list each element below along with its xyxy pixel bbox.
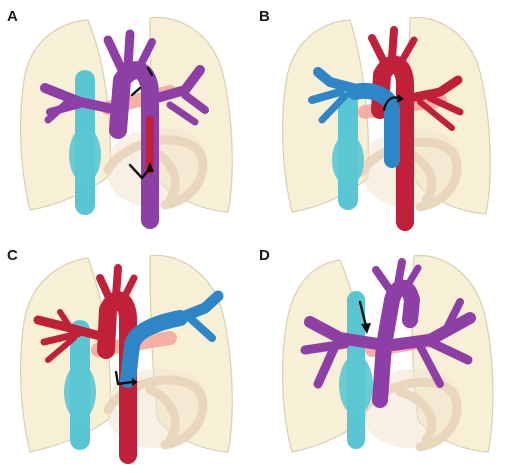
right-pa-d2 [425, 337, 473, 365]
left-pa-c-a [44, 96, 74, 124]
right-pa-c-a [166, 101, 199, 126]
arrowhead-d [361, 323, 371, 334]
left-pa-red-c3 [45, 335, 77, 363]
panel-label-d: D [259, 247, 270, 264]
svc-bulb-b [332, 134, 364, 186]
panel-label-b: B [259, 8, 270, 25]
arch-branch-1-a [103, 35, 127, 75]
panel-label-a: A [7, 8, 18, 25]
panel-a [20, 16, 233, 229]
arch-branch-3-a [134, 38, 156, 74]
flow-arrow-c [114, 370, 134, 386]
arrowhead-c [132, 378, 138, 386]
panel-label-c: C [7, 247, 18, 264]
svc-bulb-d [339, 355, 373, 415]
arch-branch-1-d [372, 266, 394, 294]
aorta-branch-2-b [388, 26, 398, 62]
right-pa-d4 [441, 298, 464, 336]
right-pa-a [145, 65, 205, 105]
right-pa-d3 [416, 342, 444, 388]
left-lung-a [20, 19, 112, 211]
right-pa-blue-c2 [186, 314, 216, 342]
flow-arrow-a-2 [130, 86, 142, 97]
arch-branch-2-a [123, 29, 135, 71]
left-pa-blue-b [313, 67, 365, 95]
aorta-b [371, 55, 414, 231]
flow-arrow-b [382, 96, 400, 112]
heart-chamber-c [145, 385, 180, 445]
right-pa-red-b2 [426, 94, 464, 116]
right-pa-red-b [395, 75, 463, 105]
svc-bulb-c [64, 364, 96, 420]
left-pa-blue-b3 [318, 92, 349, 124]
arrowhead-a [146, 162, 154, 172]
aorta-branch-2-c [112, 264, 122, 300]
panel-d [282, 254, 494, 453]
aorta-branch-3-c [119, 274, 138, 304]
common-trunk-d [372, 279, 420, 408]
right-pa-b-a [181, 91, 209, 114]
left-pa-red-c4 [57, 309, 75, 333]
left-pa-blue-b2 [308, 88, 344, 104]
aorta-branch-1-c [96, 274, 114, 304]
right-pa-red-b3 [417, 99, 455, 131]
arch-branch-2-d [394, 258, 406, 288]
aorta-branch-1-b [368, 34, 388, 66]
flow-arrow-d [358, 300, 368, 328]
left-pa-d3 [313, 341, 340, 389]
aorta-branch-3-b [396, 36, 418, 68]
flow-arrow-a-1 [146, 66, 154, 77]
svc-bulb-a [69, 127, 101, 183]
left-pa-d [304, 316, 390, 351]
arch-branch-3-d [402, 264, 422, 292]
left-pa-red-c2 [40, 330, 82, 346]
heart-outline-b [357, 137, 462, 212]
right-pa-blue-c [169, 290, 224, 326]
heart-chamber-d [395, 387, 437, 445]
panel-c [20, 254, 233, 464]
arrowhead-b [397, 94, 404, 103]
heart-outline-a [103, 135, 208, 210]
panel-b [282, 16, 491, 231]
